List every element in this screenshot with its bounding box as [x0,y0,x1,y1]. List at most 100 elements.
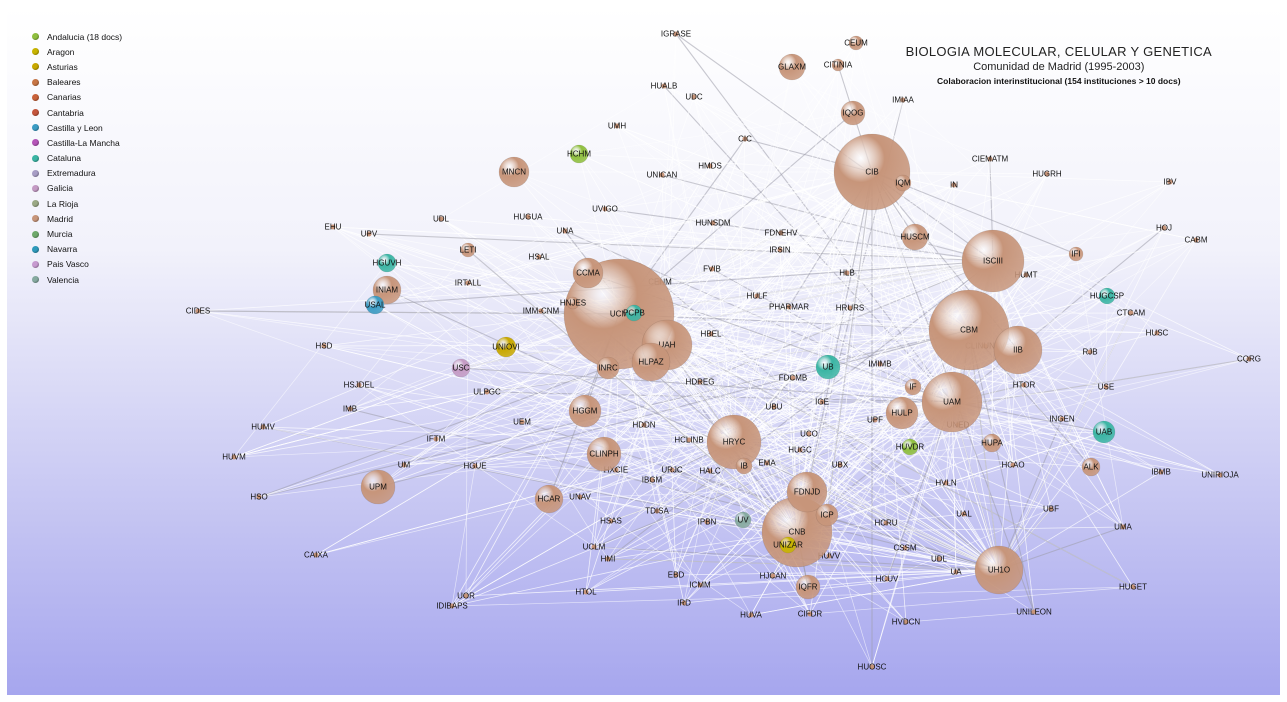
edge [579,441,735,498]
node-citinia[interactable] [831,58,845,72]
node-uh1o[interactable] [974,545,1024,595]
node-unizar[interactable] [779,536,797,554]
edge [683,66,793,604]
node-iniam[interactable] [372,275,402,305]
node-label: UMA [1114,523,1132,532]
node-dot [614,123,620,129]
node-label: HGGM [573,407,598,416]
node-label: HGUE [463,462,486,471]
node-hugcsp[interactable] [1098,287,1116,305]
edge [377,260,994,488]
node-usc[interactable] [451,358,471,378]
node-hchm[interactable] [569,144,589,164]
edge [467,249,1000,571]
node-uv[interactable] [734,511,752,529]
edge [733,441,1000,571]
node-label: HDDN [632,421,655,430]
edge [451,401,953,607]
node-usal[interactable] [365,295,385,315]
node-mncn[interactable] [498,156,530,188]
node-uniovi[interactable] [495,336,517,358]
edge [633,312,970,331]
node-leti[interactable] [460,242,476,258]
node-ifi[interactable] [1068,246,1084,262]
node-huscm[interactable] [901,223,929,251]
node-dot [605,556,611,562]
edge [564,230,713,270]
legend-item: Asturias [32,59,122,74]
node-glaxm[interactable] [778,53,806,81]
node-ceum[interactable] [848,35,864,51]
node-dot [313,552,319,558]
node-label: HTOR [1013,381,1036,390]
node-huvdr[interactable] [901,438,919,456]
node-inrc[interactable] [596,356,620,380]
node-clinph[interactable] [586,436,622,472]
legend-swatch [32,245,39,253]
node-if[interactable] [904,378,922,396]
node-hguvh[interactable] [377,253,397,273]
node-hggm[interactable] [568,394,602,428]
node-hulp[interactable] [885,396,919,430]
edge [666,239,1197,346]
edge [460,367,953,403]
legend-swatch [32,93,39,101]
node-label: HOJ [1156,224,1172,233]
node-hupa[interactable] [982,433,1002,453]
edge [474,260,994,467]
node-label: CIDES [186,307,210,316]
edge [733,431,1105,443]
edge [733,64,839,443]
node-iib[interactable] [993,325,1043,375]
node-hcar[interactable] [534,484,564,514]
node-ib[interactable] [735,457,753,475]
legend-swatch [32,78,39,86]
node-hlpaz[interactable] [631,342,671,382]
node-dot [697,379,703,385]
node-label: HSD [316,342,333,351]
node-fdnjd[interactable] [786,471,828,513]
edge [750,569,1000,616]
node-label: IBMB [1151,468,1171,477]
node-ccma[interactable] [572,257,604,289]
node-label: UAL [956,510,972,519]
node-label: HALC [699,467,721,476]
node-dot [1167,179,1173,185]
edge [386,262,970,331]
node-cib[interactable] [833,133,911,211]
node-uam[interactable] [921,371,983,433]
node-dot [754,293,760,299]
node-ub[interactable] [815,354,841,380]
edge [585,401,953,593]
node-iqog[interactable] [840,100,866,126]
node-dot [797,447,803,453]
node-dot [661,83,667,89]
legend-item: La Rioja [32,196,122,211]
node-pcpb[interactable] [625,304,643,322]
node-dot [347,406,353,412]
edge [712,222,911,448]
node-dot [884,576,890,582]
edge [991,239,1197,444]
node-dot [465,280,471,286]
node-dot [256,494,262,500]
node-iqm[interactable] [894,174,912,192]
node-dot [786,304,792,310]
node-iqfr[interactable] [795,574,821,600]
node-dot [195,308,201,314]
node-hryc[interactable] [706,414,762,470]
node-upm[interactable] [360,469,396,505]
node-uab[interactable] [1092,420,1116,444]
node-dot [1161,225,1167,231]
node-hnjes[interactable] [566,296,580,310]
node-label: UCLM [583,543,606,552]
node-alk[interactable] [1081,457,1101,477]
node-isciii[interactable] [961,229,1025,293]
edge [262,426,653,481]
node-label: UBU [766,403,783,412]
node-icp[interactable] [815,503,839,527]
node-dot [1059,416,1065,422]
legend-swatch [32,184,39,192]
node-label: INGEN [1049,415,1075,424]
edge [633,312,953,403]
